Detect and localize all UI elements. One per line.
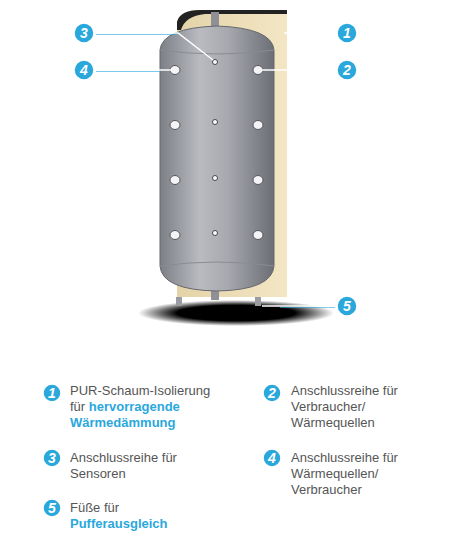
sensor-port [213,60,218,65]
connection-port [170,176,180,185]
callout-number: 5 [42,498,62,518]
callout-circle [74,23,94,43]
highlight-text: hervorragende Wärmedämmung [70,399,180,430]
leader-line [262,69,335,71]
callout-number: 3 [42,448,62,468]
connection-port [170,231,180,240]
tank-seam [160,262,274,266]
description-text: Anschlussreihe für Sensoren [70,450,177,481]
callout-digit: 2 [268,386,276,400]
callout-circle [74,60,94,80]
callout-number: 4 [73,59,95,81]
legend-text: Anschlussreihe für Wärmequellen/ Verbrau… [291,450,423,498]
callout-number: 2 [262,383,282,403]
callout-digit: 4 [80,63,88,77]
connection-port [170,121,180,130]
leader-line [96,71,160,72]
connection-ports [170,60,263,240]
tank-seam [160,50,274,54]
connection-port [253,121,263,130]
callout-circle [263,449,281,467]
callout-number: 5 [336,295,358,317]
callout-digit: 5 [48,501,56,515]
callout-digit: 5 [343,299,351,313]
legend-text: Anschlussreihe für Verbraucher/ Wärmeque… [291,383,423,431]
leader-line [262,305,335,307]
connection-port [253,176,263,185]
legend-text: Füße fürPufferausgleich [70,500,222,532]
highlight-text: Pufferausgleich [70,516,222,532]
sensor-port [213,120,218,125]
callout-number: 1 [42,383,62,403]
legend-text: Anschlussreihe für Sensoren [70,450,202,482]
callout-digit: 3 [80,26,88,40]
tank-body [160,26,274,291]
legend-text: PUR-Schaum-Isolierung für hervorragende … [70,383,222,431]
callout-number: 1 [336,22,358,44]
callout-circle [43,449,61,467]
connection-port [253,66,263,75]
leader-line [280,307,335,308]
leader-line [96,34,178,35]
callout-digit: 1 [48,386,56,400]
callout-circle [337,60,357,80]
leader-lines [96,33,335,306]
callout-digit: 1 [343,26,351,40]
sensor-port [213,176,218,181]
callout-number: 2 [336,59,358,81]
description-text: Anschlussreihe für Wärmequellen/ Verbrau… [291,450,398,497]
callout-circle [337,296,357,316]
callout-circle [43,499,61,517]
floor-shadow [138,300,334,326]
callout-digit: 4 [268,451,276,465]
callout-digit: 3 [48,451,56,465]
leader-line [284,32,335,34]
description-text: Anschlussreihe für Verbraucher/ Wärmeque… [291,383,398,430]
callout-circle [337,23,357,43]
connection-port [253,231,263,240]
callout-digit: 2 [343,63,351,77]
leader-line [96,33,213,60]
description-text: Füße für [70,500,119,515]
leader-shade [96,35,335,308]
foot [255,297,261,306]
sensor-port [213,231,218,236]
foot [176,297,182,306]
callout-circle [263,384,281,402]
callout-circle [43,384,61,402]
callout-number: 3 [73,22,95,44]
leader-line [96,69,172,71]
callout-number: 4 [262,448,282,468]
